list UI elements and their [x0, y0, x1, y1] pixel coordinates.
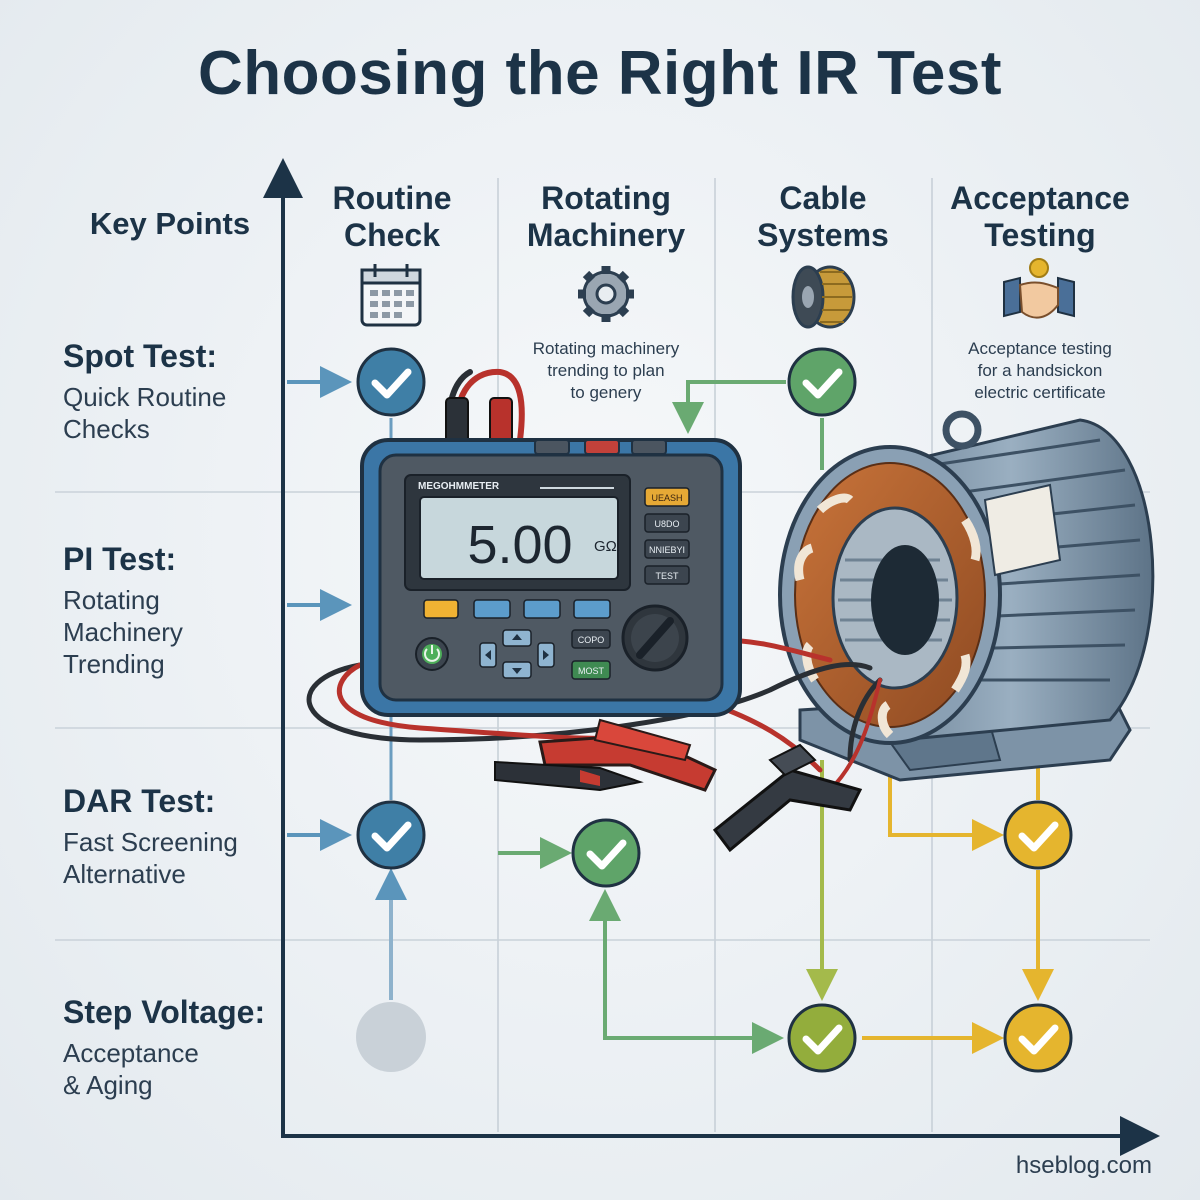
meter-side-button [644, 487, 690, 507]
check-node-spot-routine [356, 347, 426, 417]
meter-brand: MEGOHMMETER [418, 481, 500, 492]
black-clip [712, 743, 863, 853]
check-node-dar-acceptance [1003, 800, 1073, 870]
row-title: Spot Test: [63, 338, 218, 374]
electric-motor-illustration [778, 410, 1155, 782]
green-flows [498, 380, 824, 1054]
meter-button-label: NNIEBYI [649, 545, 685, 555]
meter-unit: GΩ [594, 538, 617, 555]
row-description: Rotating Machinery Trending [63, 585, 183, 679]
row-arrows [287, 366, 352, 851]
gear-icon [578, 266, 634, 322]
check-node-step-acceptance [1003, 1003, 1073, 1073]
row-description: Fast Screening Alternative [63, 827, 238, 889]
row-description: Quick Routine Checks [63, 382, 227, 444]
meter-side-button [644, 565, 690, 585]
black-probe [494, 760, 644, 792]
calendar-icon [360, 264, 422, 327]
meter-button-label: UEASH [651, 493, 682, 503]
row-title: PI Test: [63, 541, 177, 577]
meter-button-label: U8DO [654, 519, 679, 529]
column-header-rotating-machinery: Rotating Machinery [526, 180, 686, 253]
row-description: Acceptance & Aging [63, 1038, 199, 1100]
site-credit: hseblog.com [1015, 1152, 1152, 1179]
yellow-flows [862, 760, 1054, 1054]
meter-side-button [644, 539, 690, 559]
page-title: Choosing the Right IR Test [197, 39, 1002, 108]
row-step-voltage: Step Voltage: Acceptance & Aging [63, 994, 265, 1101]
cable-reel-icon [791, 265, 856, 329]
row-spot-test: Spot Test: Quick Routine Checks [63, 338, 226, 445]
lcd-screen [419, 496, 619, 580]
row-title: Step Voltage: [63, 994, 266, 1030]
row-dar-test: DAR Test: Fast Screening Alternative [63, 783, 238, 890]
column-header-cable-systems: Cable Systems [757, 180, 889, 253]
check-node-dar-routine [356, 800, 426, 870]
meter-small-button-label: MOST [578, 666, 605, 676]
empty-node-step-routine [356, 1002, 426, 1072]
megohmmeter [360, 438, 742, 717]
column-header-routine-check: Routine Check [332, 180, 452, 253]
key-points-label: Key Points [89, 206, 251, 241]
meter-small-button-label: COPO [578, 635, 605, 645]
check-node-spot-cable [787, 347, 857, 417]
meter-button-label: TEST [655, 571, 679, 581]
row-pi-test: PI Test: Rotating Machinery Trending [63, 541, 183, 680]
rotating-note: Rotating machinery trending to plan to g… [532, 339, 680, 402]
meter-reading: 5.00 [467, 515, 572, 575]
handshake-icon [1003, 258, 1075, 319]
meter-side-button [644, 513, 690, 533]
column-header-acceptance-testing: Acceptance Testing [950, 180, 1130, 253]
check-node-dar-rotating [571, 818, 641, 888]
check-node-step-cable [787, 1003, 857, 1073]
acceptance-note: Acceptance testing for a handsickon elec… [968, 339, 1112, 402]
row-title: DAR Test: [63, 783, 216, 819]
